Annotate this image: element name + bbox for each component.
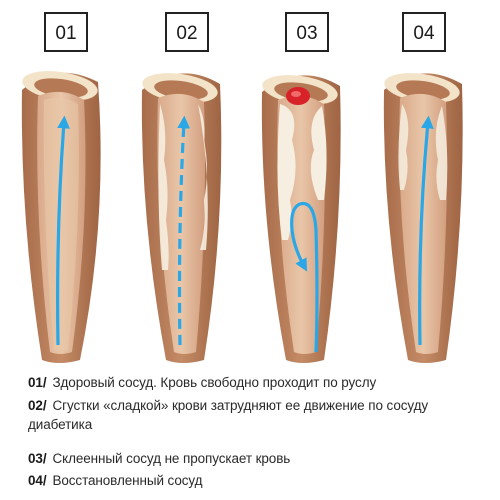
plaque-left [158, 104, 169, 270]
panel-number-01: 01 [55, 23, 76, 44]
caption-02: 02/Сгустки «сладкой» крови затрудняют ее… [28, 396, 478, 434]
plaque-right [198, 104, 208, 250]
panel-number-box-01: 01 [44, 12, 88, 52]
dashed-arrow-up-icon [177, 115, 191, 346]
arrow-up-icon [56, 115, 70, 346]
caption-text: Восстановленный сосуд [52, 473, 203, 488]
panel-number-02: 02 [176, 23, 197, 44]
caption-text: Склеенный сосуд не пропускает кровь [52, 451, 291, 466]
caption-number: 01/ [28, 375, 47, 390]
panel-number-03: 03 [296, 23, 317, 44]
plaque-left [398, 104, 409, 190]
panel-number-box-04: 04 [402, 12, 446, 52]
vessel-01-healthy [21, 71, 101, 363]
vessel-02-clots [141, 73, 222, 363]
panel-number-box-02: 02 [165, 12, 209, 52]
caption-number: 02/ [28, 398, 47, 413]
vessel-04-restored [383, 73, 463, 363]
u-turn-arrow-icon [290, 201, 319, 353]
panel-number-box-03: 03 [285, 12, 329, 52]
caption-04: 04/Восстановленный сосуд [28, 471, 478, 490]
plaque-right [310, 106, 327, 200]
caption-01: 01/Здоровый сосуд. Кровь свободно проход… [28, 373, 478, 392]
vessel-03-clogged [261, 75, 341, 363]
plaque-right [435, 106, 448, 200]
caption-text: Сгустки «сладкой» крови затрудняют ее дв… [28, 398, 429, 432]
arrow-up-icon [418, 115, 434, 346]
caption-03: 03/Склеенный сосуд не пропускает кровь [28, 449, 478, 468]
caption-number: 03/ [28, 451, 47, 466]
panel-number-04: 04 [413, 23, 435, 44]
caption-text: Здоровый сосуд. Кровь свободно проходит … [52, 375, 377, 390]
caption-number: 04/ [28, 473, 47, 488]
plaque-left [277, 104, 296, 240]
